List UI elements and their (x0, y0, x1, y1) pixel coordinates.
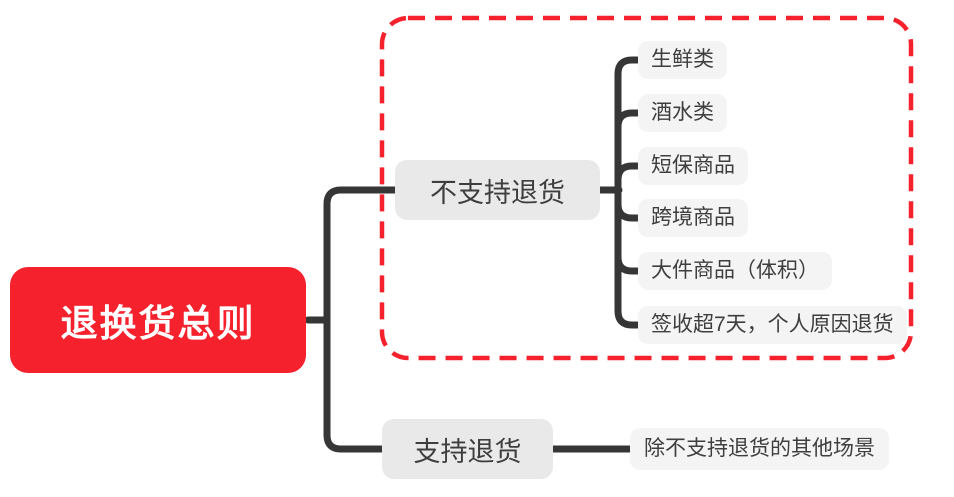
leaf-node-alcohol[interactable]: 酒水类 (638, 94, 727, 132)
leaf-node-fresh[interactable]: 生鲜类 (638, 41, 727, 79)
leaf-node-other-scenarios[interactable]: 除不支持退货的其他场景 (630, 428, 889, 470)
branch-node-no-return[interactable]: 不支持退货 (395, 160, 600, 220)
leaf-node-cross-border[interactable]: 跨境商品 (638, 199, 748, 237)
leaf-node-over-7-days[interactable]: 签收超7天，个人原因退货 (638, 306, 907, 344)
branch-connectors (304, 56, 644, 453)
branch-node-return-allowed[interactable]: 支持退货 (382, 419, 553, 479)
leaf-node-bulky-goods[interactable]: 大件商品（体积） (638, 252, 832, 290)
root-node[interactable]: 退换货总则 (10, 267, 306, 373)
leaf-node-short-shelf[interactable]: 短保商品 (638, 147, 748, 185)
